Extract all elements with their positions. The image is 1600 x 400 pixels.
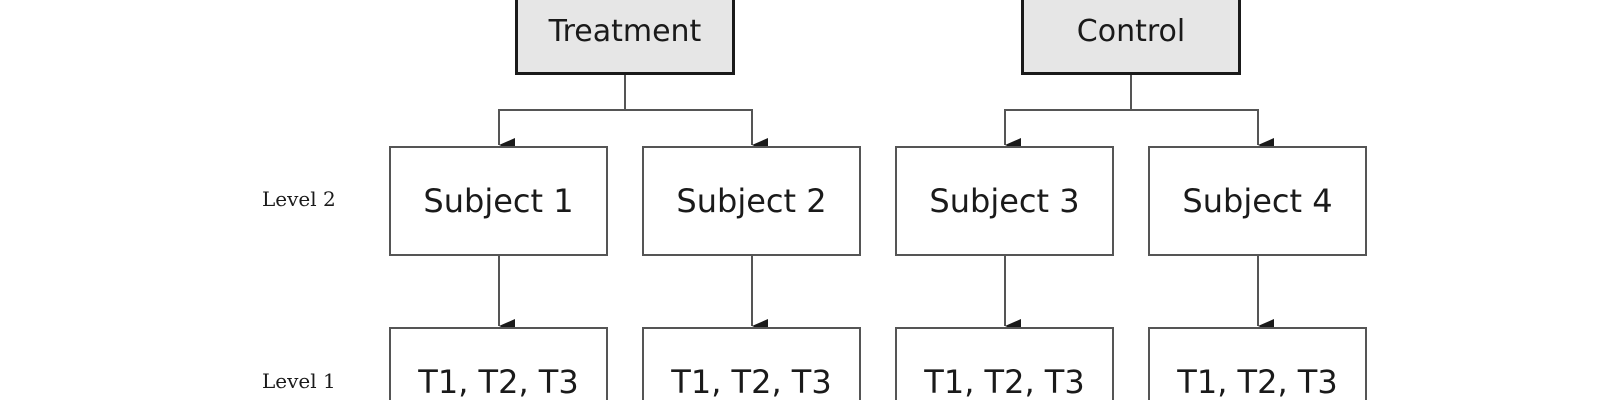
subject-1-box: Subject 1	[389, 146, 608, 256]
subject-1-label: Subject 1	[423, 182, 574, 220]
subject-3-label: Subject 3	[929, 182, 1080, 220]
treatment-group-label: Treatment	[548, 14, 702, 49]
control-group-label: Control	[1076, 14, 1186, 49]
subject-3-box: Subject 3	[895, 146, 1114, 256]
level-1-label: Level 1	[262, 369, 336, 393]
treatment-group-box: Treatment	[515, 0, 735, 75]
time-4-box: T1, T2, T3	[1148, 327, 1367, 400]
time-2-box: T1, T2, T3	[642, 327, 861, 400]
time-1-box: T1, T2, T3	[389, 327, 608, 400]
time-3-label: T1, T2, T3	[924, 363, 1085, 400]
subject-to-time-connectors	[498, 256, 1274, 333]
control-connectors	[1004, 74, 1274, 152]
time-1-label: T1, T2, T3	[418, 363, 579, 400]
subject-2-box: Subject 2	[642, 146, 861, 256]
time-3-box: T1, T2, T3	[895, 327, 1114, 400]
level-2-label: Level 2	[262, 187, 336, 211]
time-2-label: T1, T2, T3	[671, 363, 832, 400]
subject-4-label: Subject 4	[1182, 182, 1333, 220]
time-4-label: T1, T2, T3	[1177, 363, 1338, 400]
control-group-box: Control	[1021, 0, 1241, 75]
treatment-connectors	[498, 74, 768, 152]
subject-2-label: Subject 2	[676, 182, 827, 220]
subject-4-box: Subject 4	[1148, 146, 1367, 256]
